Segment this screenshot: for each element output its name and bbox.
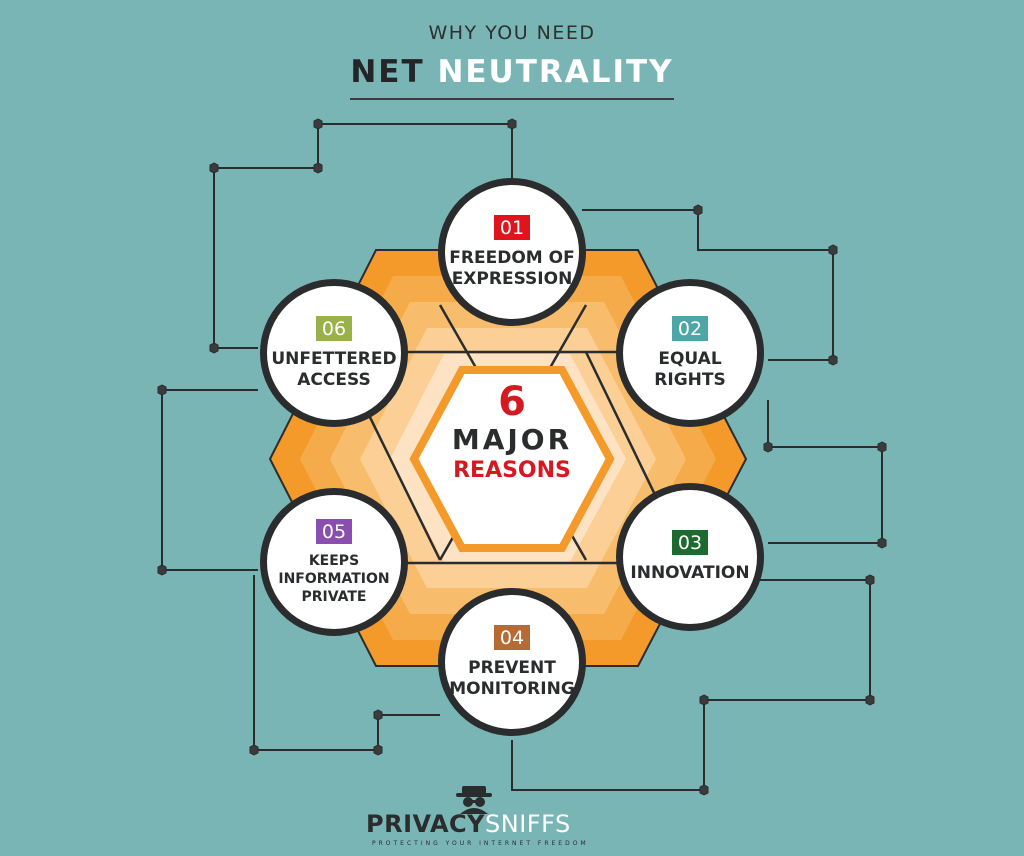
circuit-node bbox=[157, 564, 167, 576]
reason-node-05: 05 KEEPS INFORMATION PRIVATE bbox=[260, 488, 408, 636]
circuit-node bbox=[693, 204, 703, 216]
circuit-node bbox=[699, 694, 709, 706]
circuit-node bbox=[313, 162, 323, 174]
circuit-node bbox=[865, 694, 875, 706]
circuit-node bbox=[699, 784, 709, 796]
privacysniffs-logo: PRIVACYSNIFFS PROTECTING YOUR INTERNET F… bbox=[366, 780, 666, 850]
circuit-node bbox=[828, 244, 838, 256]
reason-number-badge: 05 bbox=[315, 518, 353, 544]
logo-word-privacy: PRIVACY bbox=[366, 810, 486, 838]
reason-number-badge: 04 bbox=[493, 624, 531, 650]
reason-number-badge: 02 bbox=[671, 315, 709, 341]
title-underline bbox=[350, 98, 674, 100]
logo-wordmark: PRIVACYSNIFFS bbox=[366, 810, 571, 838]
reason-number-badge: 06 bbox=[315, 315, 353, 341]
center-number: 6 bbox=[498, 379, 526, 425]
circuit-node bbox=[157, 384, 167, 396]
reason-node-03: 03 INNOVATION bbox=[616, 483, 764, 631]
reason-label: PREVENT MONITORING bbox=[449, 657, 575, 699]
reason-number-badge: 03 bbox=[671, 530, 709, 555]
circuit-node bbox=[209, 342, 219, 354]
reason-node-01: 01 FREEDOM OF EXPRESSION bbox=[438, 178, 586, 326]
circuit-node bbox=[373, 709, 383, 721]
reason-label: KEEPS INFORMATION PRIVATE bbox=[278, 552, 390, 605]
circuit-node bbox=[249, 744, 259, 756]
reason-node-06: 06 UNFETTERED ACCESS bbox=[260, 279, 408, 427]
circuit-node bbox=[763, 441, 773, 453]
circuit-line bbox=[582, 209, 834, 361]
circuit-line bbox=[767, 400, 883, 544]
page-title: NET NEUTRALITY bbox=[0, 54, 1024, 90]
circuit-node bbox=[877, 441, 887, 453]
center-word-reasons: REASONS bbox=[453, 458, 571, 483]
logo-tagline: PROTECTING YOUR INTERNET FREEDOM bbox=[372, 840, 589, 847]
title-part1: NET bbox=[350, 54, 425, 90]
circuit-line bbox=[161, 389, 258, 571]
circuit-node bbox=[828, 354, 838, 366]
center-word-major: MAJOR bbox=[451, 423, 573, 456]
reason-number-badge: 01 bbox=[493, 214, 531, 240]
title-part2: NEUTRALITY bbox=[437, 54, 674, 90]
spy-icon bbox=[456, 786, 492, 814]
reason-label: FREEDOM OF EXPRESSION bbox=[449, 247, 575, 289]
circuit-node bbox=[373, 744, 383, 756]
circuit-nodes bbox=[157, 118, 887, 796]
center-label: 6 MAJOR REASONS bbox=[412, 380, 612, 486]
reason-node-04: 04 PREVENT MONITORING bbox=[438, 588, 586, 736]
circuit-node bbox=[877, 537, 887, 549]
reason-label: EQUAL RIGHTS bbox=[654, 348, 726, 390]
hex-inner-outline bbox=[409, 366, 615, 552]
logo-word-sniffs: SNIFFS bbox=[485, 810, 571, 838]
circuit-node bbox=[313, 118, 323, 130]
reason-label: INNOVATION bbox=[630, 563, 750, 583]
circuit-node bbox=[865, 574, 875, 586]
subtitle: WHY YOU NEED bbox=[428, 22, 596, 44]
reason-node-02: 02 EQUAL RIGHTS bbox=[616, 279, 764, 427]
circuit-node bbox=[507, 118, 517, 130]
circuit-node bbox=[209, 162, 219, 174]
reason-label: UNFETTERED ACCESS bbox=[271, 348, 397, 390]
